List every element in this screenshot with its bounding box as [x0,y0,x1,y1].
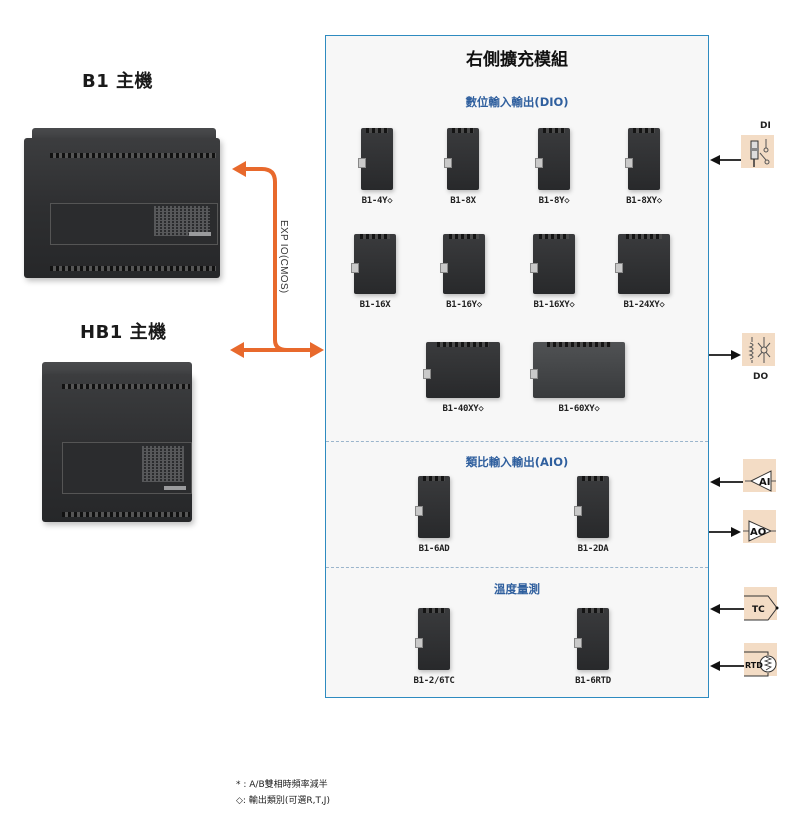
ai-text: AI [759,477,770,488]
module-b1-40xy[interactable]: B1-40XY◇ [418,342,508,414]
arrow-right-icon [731,527,741,537]
ao-text: AO [750,527,766,538]
ao-connector-line [709,531,737,533]
arrow-to-expansion [310,342,324,358]
module-image [535,128,570,190]
module-b1-4y[interactable]: B1-4Y◇ [332,128,422,206]
arrow-left-icon [710,604,720,614]
module-b1-8xy[interactable]: B1-8XY◇ [599,128,689,206]
module-image [615,234,670,294]
arrow-left-icon [710,155,720,165]
rtd-sensor-icon: RTD [744,643,777,677]
di-label: DI [760,121,771,131]
module-b1-6ad[interactable]: B1-6AD [389,476,479,554]
arrow-left-icon [710,477,720,487]
module-b1-8y[interactable]: B1-8Y◇ [509,128,599,206]
hb1-host-image [42,362,192,522]
module-b1-16xy[interactable]: B1-16XY◇ [509,234,599,310]
module-name: B1-2/6TC [413,676,455,686]
footnotes: * : A/B雙相時頻率減半 ◇: 輸出類別(可選R,T,J) [236,777,330,809]
module-image [444,128,479,190]
arrow-right-icon [731,350,741,360]
hb1-host-title: HB1 主機 [80,322,167,343]
module-name: B1-16Y◇ [446,300,482,310]
module-name: B1-16X [359,300,391,310]
module-b1-2-6tc[interactable]: B1-2/6TC [389,608,479,686]
module-b1-2da[interactable]: B1-2DA [548,476,638,554]
ao-output-icon: AO [743,510,776,543]
module-name: B1-8Y◇ [538,196,570,206]
dio-section-title: 數位輸入輸出(DIO) [465,95,569,109]
section-divider [326,441,708,442]
temp-section-title: 溫度量測 [494,582,540,596]
do-relay-icon [742,333,775,366]
module-image [574,476,609,538]
module-b1-24xy[interactable]: B1-24XY◇ [599,234,689,310]
module-name: B1-16XY◇ [533,300,575,310]
panel-title: 右側擴充模組 [466,50,568,70]
tc-thermocouple-icon: TC [744,587,779,621]
tc-connector-line [716,608,744,610]
module-b1-60xy[interactable]: B1-60XY◇ [524,342,634,414]
module-name: B1-4Y◇ [361,196,393,206]
footnote-frequency: * : A/B雙相時頻率減半 [236,780,328,790]
module-name: B1-8X [450,196,476,206]
module-name: B1-6RTD [575,676,611,686]
module-name: B1-40XY◇ [442,404,484,414]
module-image [625,128,660,190]
module-image [351,234,396,294]
module-name: B1-8XY◇ [626,196,662,206]
module-image [423,342,500,398]
module-b1-8x[interactable]: B1-8X [418,128,508,206]
section-divider [326,567,708,568]
ai-connector-line [716,481,744,483]
module-image [530,234,575,294]
do-label: DO [753,372,769,382]
arrow-left-icon [710,661,720,671]
module-name: B1-60XY◇ [558,404,600,414]
rtd-connector-line [716,665,744,667]
module-image [574,608,609,670]
footnote-output-type: ◇: 輸出類別(可選R,T,J) [236,796,330,806]
module-name: B1-6AD [418,544,450,554]
module-b1-6rtd[interactable]: B1-6RTD [548,608,638,686]
arrow-to-b1 [232,161,246,177]
module-image [415,608,450,670]
exp-io-label: EXP IO(CMOS) [278,220,289,294]
module-image [440,234,485,294]
di-connector-line [716,159,741,161]
module-b1-16y[interactable]: B1-16Y◇ [419,234,509,310]
tc-text: TC [752,605,765,615]
module-name: B1-2DA [577,544,609,554]
do-connector-line [709,354,737,356]
module-image [358,128,393,190]
rtd-text: RTD [745,661,763,670]
ai-sensor-icon: AI [743,459,776,492]
module-b1-16x[interactable]: B1-16X [330,234,420,310]
arrow-to-hb1 [230,342,244,358]
b1-host-image [24,128,220,278]
module-image [415,476,450,538]
di-sensor-icon [741,135,774,168]
module-name: B1-24XY◇ [623,300,665,310]
b1-host-title: B1 主機 [82,71,154,92]
expansion-module-panel: 右側擴充模組 數位輸入輸出(DIO) B1-4Y◇ B1-8X B1-8Y◇ B… [325,35,709,698]
aio-section-title: 類比輸入輸出(AIO) [465,455,569,469]
module-image [530,342,625,398]
